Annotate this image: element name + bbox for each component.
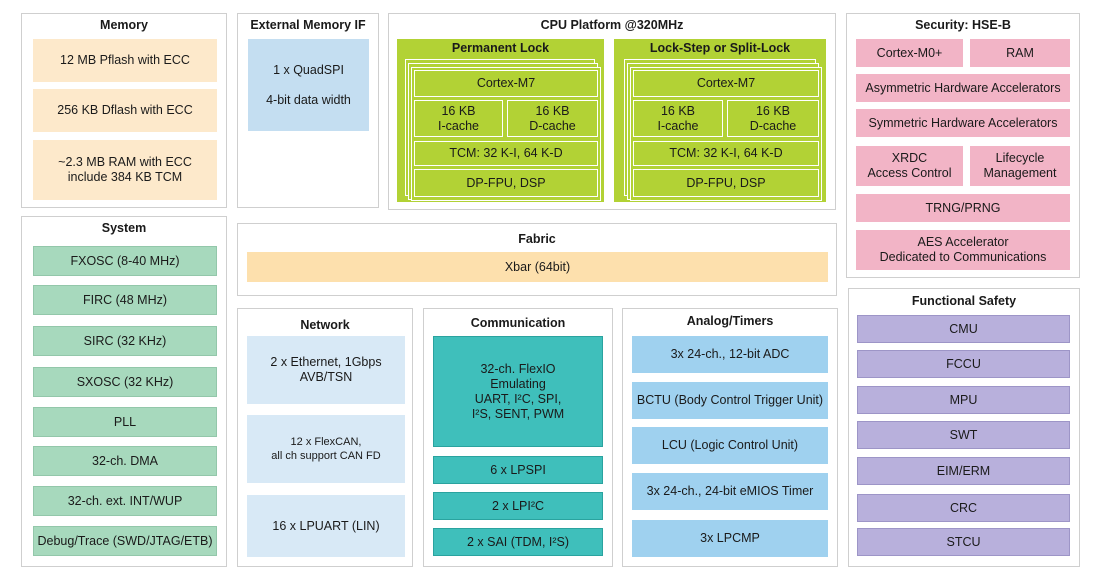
system-panel: System FXOSC (8-40 MHz) FIRC (48 MHz) SI…	[21, 216, 227, 567]
cortex-m7-label-2: Cortex-M7	[633, 70, 819, 97]
asym-accel-block: Asymmetric Hardware Accelerators	[856, 74, 1070, 102]
hse-ram-block: RAM	[970, 39, 1070, 67]
lockstep-title: Lock-Step or Split-Lock	[649, 41, 791, 55]
trng-block: TRNG/PRNG	[856, 194, 1070, 222]
pflash-block: 12 MB Pflash with ECC	[33, 39, 217, 82]
xbar-block: Xbar (64bit)	[247, 252, 828, 282]
icache-block: 16 KB I-cache	[414, 100, 503, 137]
adc-block: 3x 24-ch., 12-bit ADC	[632, 336, 828, 373]
memory-panel: Memory 12 MB Pflash with ECC 256 KB Dfla…	[21, 13, 227, 208]
icache-block-2: 16 KB I-cache	[633, 100, 723, 137]
debug-trace-block: Debug/Trace (SWD/JTAG/ETB)	[33, 526, 217, 556]
sai-block: 2 x SAI (TDM, I²S)	[433, 528, 603, 556]
external-memory-panel: External Memory IF 1 x QuadSPI 4-bit dat…	[237, 13, 379, 208]
fpu-block-2: DP-FPU, DSP	[633, 169, 819, 197]
cortex-m7-core: Cortex-M7 16 KB I-cache 16 KB D-cache TC…	[411, 67, 601, 201]
pll-block: PLL	[33, 407, 217, 437]
ram-block: ~2.3 MB RAM with ECC include 384 KB TCM	[33, 140, 217, 200]
network-title: Network	[300, 318, 350, 332]
lockstep-cluster: Lock-Step or Split-Lock Cortex-M7 16 KB …	[614, 39, 826, 202]
lcu-block: LCU (Logic Control Unit)	[632, 427, 828, 464]
functional-safety-title: Functional Safety	[911, 294, 1017, 308]
communication-title: Communication	[470, 316, 566, 330]
swt-block: SWT	[857, 421, 1070, 449]
bctu-block: BCTU (Body Control Trigger Unit)	[632, 382, 828, 419]
dcache-block: 16 KB D-cache	[507, 100, 598, 137]
lpcmp-block: 3x LPCMP	[632, 520, 828, 557]
communication-panel: Communication 32-ch. FlexIO Emulating UA…	[423, 308, 613, 567]
mpu-block: MPU	[857, 386, 1070, 414]
aes-block: AES Accelerator Dedicated to Communicati…	[856, 230, 1070, 270]
quadspi-block: 1 x QuadSPI 4-bit data width	[248, 39, 369, 131]
fabric-title: Fabric	[518, 232, 556, 246]
flexcan-block: 12 x FlexCAN, all ch support CAN FD	[247, 415, 405, 483]
permanent-lock-title: Permanent Lock	[451, 41, 550, 55]
memory-title: Memory	[100, 18, 148, 32]
sirc-block: SIRC (32 KHz)	[33, 326, 217, 356]
int-wup-block: 32-ch. ext. INT/WUP	[33, 486, 217, 516]
flexio-block: 32-ch. FlexIO Emulating UART, I²C, SPI, …	[433, 336, 603, 447]
dflash-block: 256 KB Dflash with ECC	[33, 89, 217, 132]
ethernet-block: 2 x Ethernet, 1Gbps AVB/TSN	[247, 336, 405, 404]
eim-erm-block: EIM/ERM	[857, 457, 1070, 485]
lifecycle-block: Lifecycle Management	[970, 146, 1070, 186]
functional-safety-panel: Functional Safety CMU FCCU MPU SWT EIM/E…	[848, 288, 1080, 567]
tcm-block-2: TCM: 32 K-I, 64 K-D	[633, 141, 819, 166]
dma-block: 32-ch. DMA	[33, 446, 217, 476]
fxosc-block: FXOSC (8-40 MHz)	[33, 246, 217, 276]
xrdc-block: XRDC Access Control	[856, 146, 963, 186]
external-memory-title: External Memory IF	[250, 18, 366, 32]
lpspi-block: 6 x LPSPI	[433, 456, 603, 484]
cpu-platform-title: CPU Platform @320MHz	[540, 18, 684, 32]
cpu-platform-panel: CPU Platform @320MHz Permanent Lock Cort…	[388, 13, 836, 210]
security-title: Security: HSE-B	[915, 18, 1011, 32]
fpu-block: DP-FPU, DSP	[414, 169, 598, 197]
system-title: System	[101, 221, 147, 235]
cortex-m0-block: Cortex-M0+	[856, 39, 963, 67]
fabric-panel: Fabric Xbar (64bit)	[237, 223, 837, 296]
permanent-lock-cluster: Permanent Lock Cortex-M7 16 KB I-cache 1…	[397, 39, 604, 202]
lpuart-block: 16 x LPUART (LIN)	[247, 495, 405, 557]
network-panel: Network 2 x Ethernet, 1Gbps AVB/TSN 12 x…	[237, 308, 413, 567]
cmu-block: CMU	[857, 315, 1070, 343]
lpi2c-block: 2 x LPI²C	[433, 492, 603, 520]
tcm-block: TCM: 32 K-I, 64 K-D	[414, 141, 598, 166]
crc-block: CRC	[857, 494, 1070, 522]
analog-title: Analog/Timers	[686, 314, 774, 328]
firc-block: FIRC (48 MHz)	[33, 285, 217, 315]
analog-panel: Analog/Timers 3x 24-ch., 12-bit ADC BCTU…	[622, 308, 838, 567]
cortex-m7-label: Cortex-M7	[414, 70, 598, 97]
fccu-block: FCCU	[857, 350, 1070, 378]
security-panel: Security: HSE-B Cortex-M0+ RAM Asymmetri…	[846, 13, 1080, 278]
sym-accel-block: Symmetric Hardware Accelerators	[856, 109, 1070, 137]
stcu-block: STCU	[857, 528, 1070, 556]
emios-block: 3x 24-ch., 24-bit eMIOS Timer	[632, 473, 828, 510]
sxosc-block: SXOSC (32 KHz)	[33, 367, 217, 397]
cortex-m7-core-2: Cortex-M7 16 KB I-cache 16 KB D-cache TC…	[630, 67, 822, 201]
dcache-block-2: 16 KB D-cache	[727, 100, 819, 137]
